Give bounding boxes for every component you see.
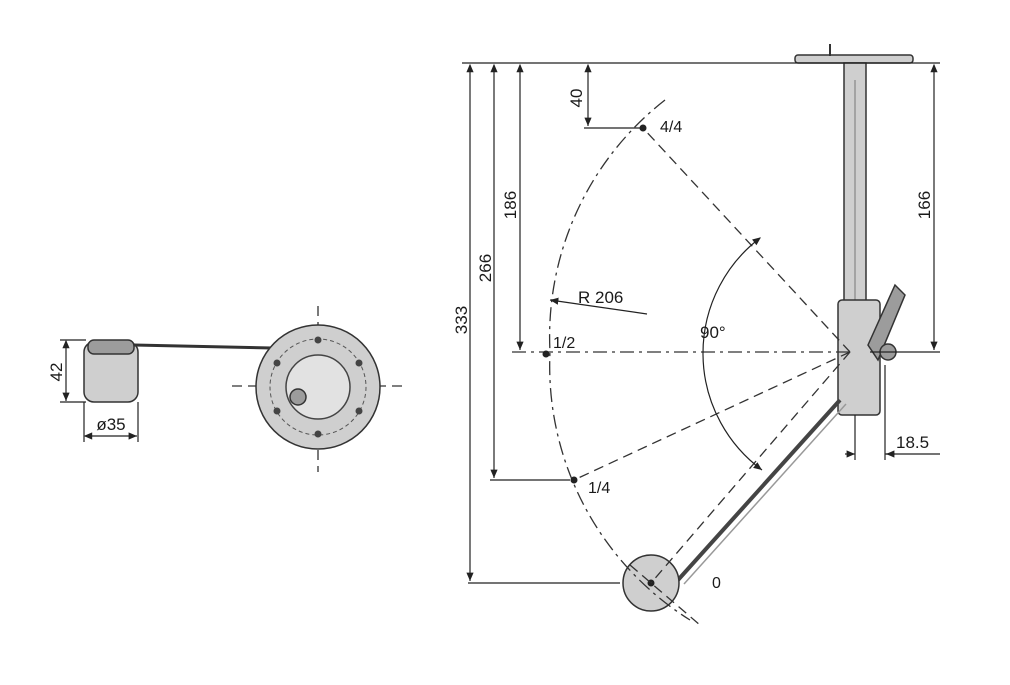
sender-main-view: 90° R 206 4/4 1/2 1/4 0 333 266 186 40 1…: [452, 44, 940, 626]
radial-line-0: [650, 351, 851, 584]
terminal-icon: [289, 388, 307, 406]
float-arm: [676, 398, 842, 582]
mounting-plate: [794, 54, 914, 64]
radius-leader: [549, 297, 648, 315]
angle-label: 90°: [700, 323, 726, 342]
position-label-0: 0: [712, 575, 721, 592]
position-label-1-4: 1/4: [588, 480, 610, 497]
dim-label-186: 186: [501, 191, 520, 219]
pivot-housing: [837, 299, 881, 416]
position-dot-1-2: [542, 350, 550, 358]
radial-line-1-4: [573, 351, 851, 481]
dim-label-42: 42: [47, 363, 66, 382]
dim-label-18-5: 18.5: [896, 433, 929, 452]
clip-bracket: [867, 283, 906, 362]
dim-label-166: 166: [915, 191, 934, 219]
float-path-arc: [548, 99, 691, 621]
radial-line-4-4: [642, 127, 851, 353]
float-arm-line: [133, 343, 273, 350]
position-label-4-4: 4/4: [660, 119, 682, 136]
dim-label-35: ø35: [96, 415, 125, 434]
flange-inner: [285, 354, 351, 420]
dim-label-333: 333: [452, 306, 471, 334]
dim-label-266: 266: [476, 254, 495, 282]
position-dot-1-4: [570, 476, 578, 484]
angle-arc: [702, 237, 763, 471]
float-cap: [87, 339, 135, 355]
dim-label-40: 40: [567, 89, 586, 108]
position-dot-4-4: [639, 124, 647, 132]
radius-label: R 206: [578, 288, 623, 307]
position-label-1-2: 1/2: [553, 335, 575, 352]
float-side-view: 42 ø35: [47, 339, 273, 442]
flange-top-view: [232, 306, 408, 472]
